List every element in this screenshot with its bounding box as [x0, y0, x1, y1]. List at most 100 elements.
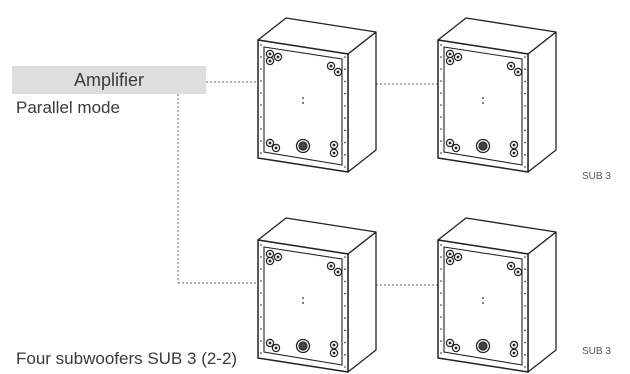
front-panel	[443, 246, 523, 366]
screw-dot	[344, 117, 346, 119]
screw-dot	[260, 140, 262, 142]
amplifier-label: Amplifier	[73, 69, 144, 90]
cabinet-front	[257, 39, 349, 173]
screw-dot	[260, 152, 262, 154]
screw-dot	[440, 104, 442, 106]
screw-dot	[440, 116, 442, 118]
screw-dot	[344, 80, 346, 83]
screw-dot	[440, 92, 442, 94]
screw-dot	[344, 305, 346, 307]
knob-center	[329, 264, 333, 268]
front-panel	[263, 46, 343, 166]
screw-dot	[344, 341, 346, 344]
screw-dot	[260, 128, 262, 130]
connector-socket	[298, 141, 308, 151]
screw-dot	[440, 140, 442, 142]
screw-dot	[344, 256, 346, 258]
screw-dot	[260, 292, 262, 294]
screw-dot	[524, 80, 526, 83]
knob-center	[329, 64, 333, 68]
screw-dot	[524, 166, 526, 168]
screw-dot	[344, 153, 346, 156]
screw-dot	[260, 244, 262, 246]
cabinet-side	[527, 231, 557, 373]
knob-center	[336, 270, 340, 274]
subwoofer-bottom-left	[257, 217, 377, 373]
screw-dot	[344, 166, 346, 168]
screw-dot	[524, 56, 526, 58]
screw-dot	[524, 117, 526, 119]
screw-dot	[260, 116, 262, 118]
screw-dot	[344, 292, 346, 295]
cabinet-front	[437, 39, 529, 173]
knob-center	[268, 52, 272, 56]
knob-center	[456, 55, 460, 59]
screw-dot	[440, 340, 442, 342]
screw-dot	[440, 292, 442, 294]
screw-dot	[524, 92, 526, 95]
knob-center	[509, 264, 513, 268]
cabinet-side	[347, 231, 377, 373]
knob-center	[274, 346, 278, 350]
screw-dot	[344, 92, 346, 95]
screw-dot	[260, 340, 262, 342]
screw-dot	[524, 280, 526, 283]
center-mark	[482, 302, 484, 304]
subwoofer-top-right	[437, 17, 557, 173]
cabinet-front	[437, 239, 529, 373]
screw-dot	[524, 305, 526, 307]
knob-center	[332, 351, 336, 355]
screw-dot	[524, 129, 526, 132]
knob-center	[274, 146, 278, 150]
screw-dot	[524, 153, 526, 156]
screw-dot	[440, 44, 442, 46]
screw-dot	[440, 316, 442, 318]
screw-dot	[440, 280, 442, 282]
knob-center	[332, 343, 336, 347]
screw-dot	[440, 304, 442, 306]
knob-center	[268, 341, 272, 345]
screw-dot	[260, 44, 262, 46]
front-panel	[263, 246, 343, 366]
cabinet-side	[527, 31, 557, 173]
screw-dot	[524, 256, 526, 258]
screw-dot	[344, 268, 346, 271]
screw-dot	[260, 304, 262, 306]
knob-center	[512, 151, 516, 155]
subwoofer-top-left	[257, 17, 377, 173]
knob-center	[268, 252, 272, 256]
cabinet-front	[257, 239, 349, 373]
screw-dot	[524, 292, 526, 295]
screw-dot	[344, 317, 346, 319]
connector-socket	[298, 341, 308, 351]
front-panel	[443, 46, 523, 166]
screw-dot	[344, 56, 346, 58]
screw-dot	[440, 328, 442, 330]
knob-center	[448, 341, 452, 345]
connector-socket	[478, 341, 488, 351]
sub3-label-top: SUB 3	[582, 171, 611, 182]
knob-center	[448, 59, 452, 63]
screw-dot	[440, 68, 442, 70]
subwoofer-bottom-right	[437, 217, 557, 373]
knob-center	[512, 343, 516, 347]
knob-center	[454, 346, 458, 350]
knob-center	[512, 143, 516, 147]
screw-dot	[440, 244, 442, 246]
screw-dot	[344, 366, 346, 368]
knob-center	[268, 141, 272, 145]
screw-dot	[260, 316, 262, 318]
screw-dot	[344, 105, 346, 107]
screw-dot	[260, 256, 262, 258]
screw-dot	[260, 80, 262, 82]
screw-dot	[524, 341, 526, 344]
knob-center	[276, 55, 280, 59]
screw-dot	[344, 329, 346, 332]
screw-dot	[440, 256, 442, 258]
screw-dot	[524, 329, 526, 332]
sub3-label-bottom: SUB 3	[582, 346, 611, 357]
knob-center	[516, 70, 520, 74]
screw-dot	[260, 68, 262, 70]
knob-center	[268, 59, 272, 63]
